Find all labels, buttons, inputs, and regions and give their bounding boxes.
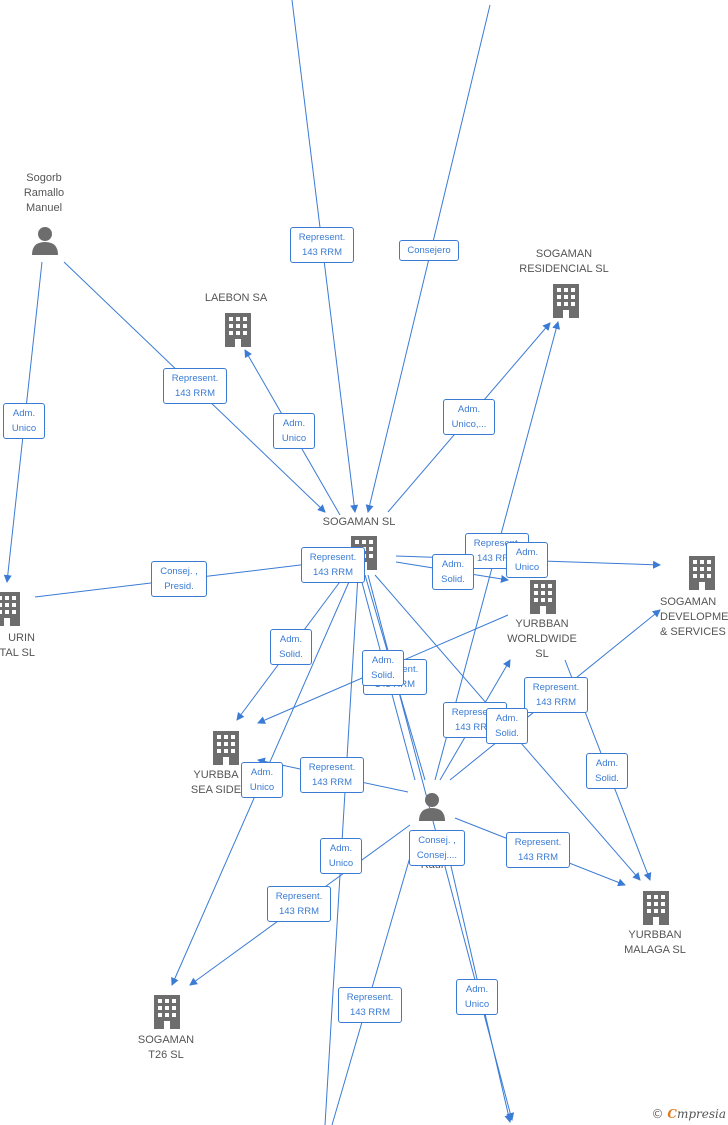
building-icon[interactable] xyxy=(687,554,717,590)
building-icon[interactable] xyxy=(211,729,241,765)
edge-label[interactable]: Represent. 143 RRM xyxy=(506,832,570,868)
edge-label[interactable]: Adm. Solid. xyxy=(362,650,404,686)
edge-line xyxy=(331,839,416,1125)
person-icon[interactable] xyxy=(418,792,446,822)
edge-label[interactable]: Adm. Unico xyxy=(273,413,315,449)
node-worldwide-label[interactable]: YURBBAN WORLDWIDE SL xyxy=(507,618,577,660)
node-malaga-label[interactable]: YURBBAN MALAGA SL xyxy=(624,929,686,956)
edge-label[interactable]: Adm. Solid. xyxy=(270,629,312,665)
building-icon[interactable] xyxy=(641,889,671,925)
building-icon[interactable] xyxy=(551,282,581,318)
brand-initial: C xyxy=(667,1107,677,1121)
building-icon[interactable] xyxy=(0,590,22,626)
edge-label[interactable]: Consej. , Consej.... xyxy=(409,830,465,866)
node-residencial-label[interactable]: SOGAMAN RESIDENCIAL SL xyxy=(519,248,609,275)
node-urin-label[interactable]: URIN TAL SL xyxy=(0,632,35,659)
copyright-symbol: © xyxy=(651,1107,664,1121)
edge-label[interactable]: Adm. Unico xyxy=(320,838,362,874)
edge-label[interactable]: Adm. Solid. xyxy=(486,708,528,744)
edge-label[interactable]: Adm. Unico xyxy=(456,979,498,1015)
empresia-logo: © Cmpresia xyxy=(652,1107,726,1121)
node-development-label[interactable]: SOGAMAN DEVELOPMEN & SERVICES xyxy=(660,596,728,638)
node-sogorb-label[interactable]: Sogorb Ramallo Manuel xyxy=(23,172,65,214)
building-icon[interactable] xyxy=(223,311,253,347)
node-t26-label[interactable]: SOGAMAN T26 SL xyxy=(137,1034,195,1061)
edge-label[interactable]: Represent. 143 RRM xyxy=(338,987,402,1023)
edge-label[interactable]: Adm. Unico xyxy=(241,762,283,798)
edge-label[interactable]: Adm. Unico xyxy=(3,403,45,439)
edge-label[interactable]: Represent. 143 RRM xyxy=(524,677,588,713)
edge-label[interactable]: Represent. 143 RRM xyxy=(300,757,364,793)
edge-label[interactable]: Represent. 143 RRM xyxy=(267,886,331,922)
building-icon[interactable] xyxy=(528,578,558,614)
node-laebon-label[interactable]: LAEBON SA xyxy=(204,292,268,304)
building-icon[interactable] xyxy=(152,993,182,1029)
edge-label[interactable]: Represent. 143 RRM xyxy=(301,547,365,583)
edge-label[interactable]: Adm. Solid. xyxy=(586,753,628,789)
edge-label[interactable]: Adm. Unico,... xyxy=(443,399,495,435)
node-seaside-label[interactable]: YURBBA SEA SIDE xyxy=(190,769,242,796)
edge-label[interactable]: Adm. Unico xyxy=(506,542,548,578)
edge-label[interactable]: Consejero xyxy=(399,240,459,261)
brand-name: mpresia xyxy=(676,1107,726,1121)
node-sogaman-label[interactable]: SOGAMAN SL xyxy=(322,516,396,528)
person-icon[interactable] xyxy=(31,226,59,256)
edge-label[interactable]: Represent. 143 RRM xyxy=(163,368,227,404)
edge-label[interactable]: Consej. , Presid. xyxy=(151,561,207,597)
edge-label[interactable]: Adm. Solid. xyxy=(432,554,474,590)
edge-label[interactable]: Represent. 143 RRM xyxy=(290,227,354,263)
